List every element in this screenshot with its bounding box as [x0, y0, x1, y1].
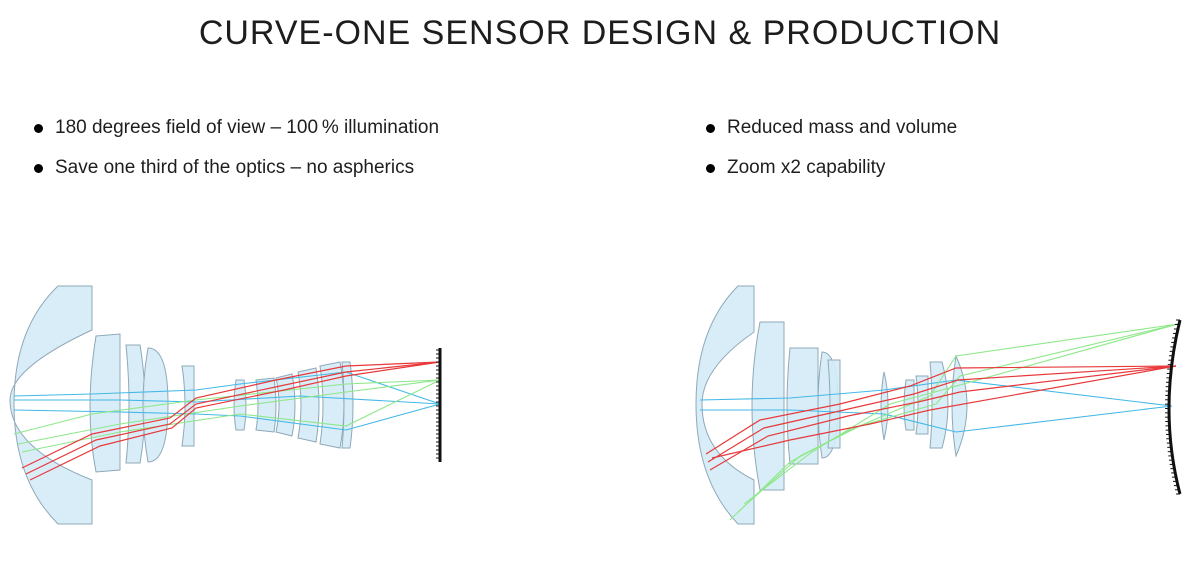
- bullet-item: Save one third of the optics – no aspher…: [30, 158, 439, 178]
- red-ray-bundle: [21, 361, 441, 481]
- flat-sensor-lens-diagram: [9, 285, 442, 525]
- bullet-item: Zoom x2 capability: [702, 158, 957, 178]
- lens-element: [125, 344, 146, 464]
- lens-element: [827, 359, 841, 449]
- curved-sensor: [1165, 319, 1182, 495]
- lens-element: [751, 321, 785, 491]
- lens-element: [255, 377, 277, 433]
- lens-element: [89, 333, 121, 473]
- bullet-text: Zoom x2 capability: [727, 157, 886, 178]
- lens-element: [319, 361, 345, 449]
- lens-elements: [695, 285, 968, 525]
- front-meniscus-lens: [9, 285, 93, 525]
- bullet-text: 180 degrees field of view – 100 % illumi…: [55, 117, 440, 138]
- bullet-dot: [34, 124, 43, 133]
- green-ray-bundle: [13, 379, 441, 453]
- lens-element: [233, 379, 247, 431]
- bullet-item: 180 degrees field of view – 100 % illumi…: [30, 118, 439, 138]
- lens-elements: [9, 285, 354, 525]
- lens-diagrams: [9, 285, 1182, 525]
- curved-sensor-lens-diagram: [695, 285, 1182, 525]
- lens-element: [297, 367, 320, 443]
- bullet-text: Save one third of the optics – no aspher…: [55, 157, 415, 178]
- bullet-list-left: 180 degrees field of view – 100 % illumi…: [30, 118, 439, 198]
- bullet-item: Reduced mass and volume: [702, 118, 957, 138]
- lens-element: [181, 365, 195, 447]
- page-title: CURVE-ONE SENSOR DESIGN & PRODUCTION: [198, 14, 1002, 52]
- flat-sensor: [436, 348, 442, 462]
- blue-ray-bundle: [699, 379, 1173, 433]
- front-meniscus-lens: [695, 285, 755, 525]
- bullet-dot: [34, 164, 43, 173]
- bullet-dot: [706, 124, 715, 133]
- blue-ray-bundle: [13, 371, 441, 431]
- lens-element: [786, 347, 819, 465]
- bullet-text: Reduced mass and volume: [727, 117, 958, 138]
- bullet-list-right: Reduced mass and volume Zoom x2 capabili…: [702, 118, 957, 198]
- red-ray-bundle: [705, 365, 1177, 471]
- bullet-dot: [706, 164, 715, 173]
